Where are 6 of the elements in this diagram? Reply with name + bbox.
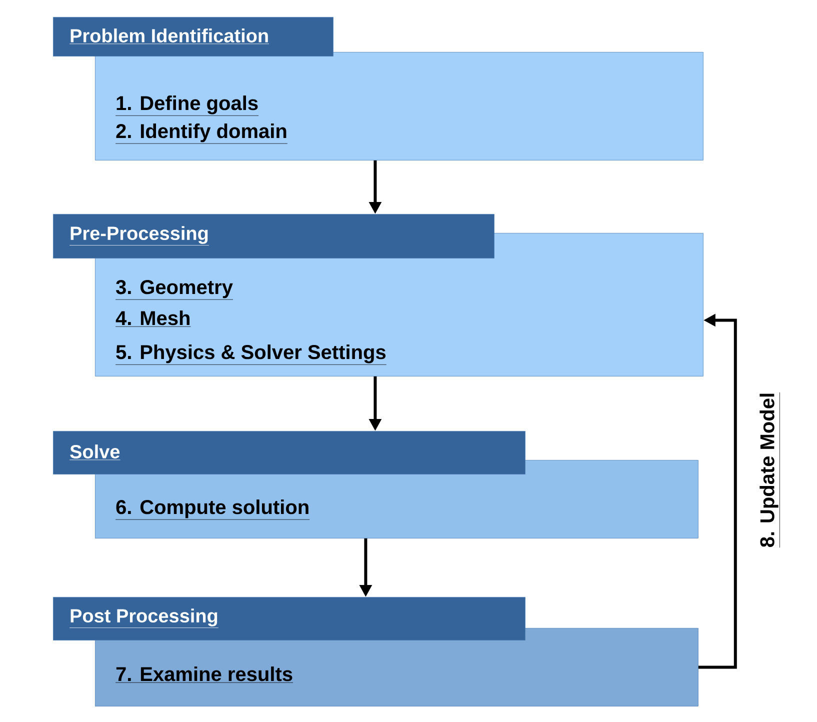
edge-label: 8. Update Model	[758, 390, 782, 550]
stage-header: Problem Identification	[53, 17, 334, 56]
stage-header: Pre-Processing	[53, 214, 494, 258]
stage-box: 1. Define goals 2. Identify domain	[95, 52, 704, 160]
stage-header: Post Processing	[53, 597, 526, 640]
stage-header: Solve	[53, 431, 526, 474]
